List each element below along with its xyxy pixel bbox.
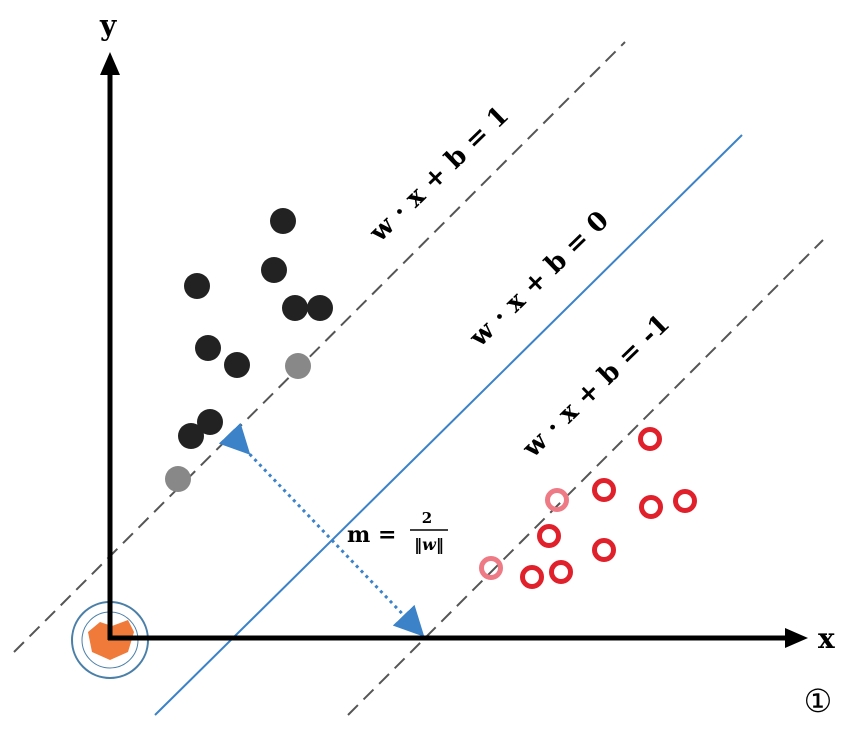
positive-point [307, 295, 333, 321]
negative-point [592, 478, 616, 502]
negative-point [520, 565, 544, 589]
negative-point [592, 538, 616, 562]
x-axis-label: x [818, 622, 835, 655]
hyperplane-minus-one [347, 239, 824, 716]
hyperplane-zero [154, 134, 743, 716]
y-axis-label: y [99, 9, 117, 42]
positive-point [270, 208, 296, 234]
margin-formula: m = 2 ‖w‖ [347, 509, 448, 554]
positive-point [178, 423, 204, 449]
label-minus-one: w · x + b = -1 [516, 309, 676, 465]
figure-number: ① [804, 682, 833, 720]
positive-point [282, 295, 308, 321]
support-vector-positive [165, 466, 191, 492]
negative-point [639, 495, 663, 519]
support-vector-negative [479, 556, 503, 580]
hyperplane-plus-one [13, 41, 626, 653]
positive-point [184, 273, 210, 299]
positive-point [224, 352, 250, 378]
positive-point [195, 335, 221, 361]
negative-point [673, 489, 697, 513]
positive-point [261, 257, 287, 283]
svg-text:m =: m = [347, 522, 396, 548]
y-axis-arrow-icon [100, 52, 120, 75]
x-axis-arrow-icon [785, 628, 808, 648]
svg-text:2: 2 [422, 509, 432, 527]
negative-point [537, 524, 561, 548]
svg-text:‖w‖: ‖w‖ [414, 535, 444, 554]
positive-point [197, 409, 223, 435]
support-vector-negative [545, 488, 569, 512]
negative-point [638, 427, 662, 451]
negative-point [549, 560, 573, 584]
support-vector-positive [285, 353, 311, 379]
label-zero: w · x + b = 0 [463, 206, 615, 354]
